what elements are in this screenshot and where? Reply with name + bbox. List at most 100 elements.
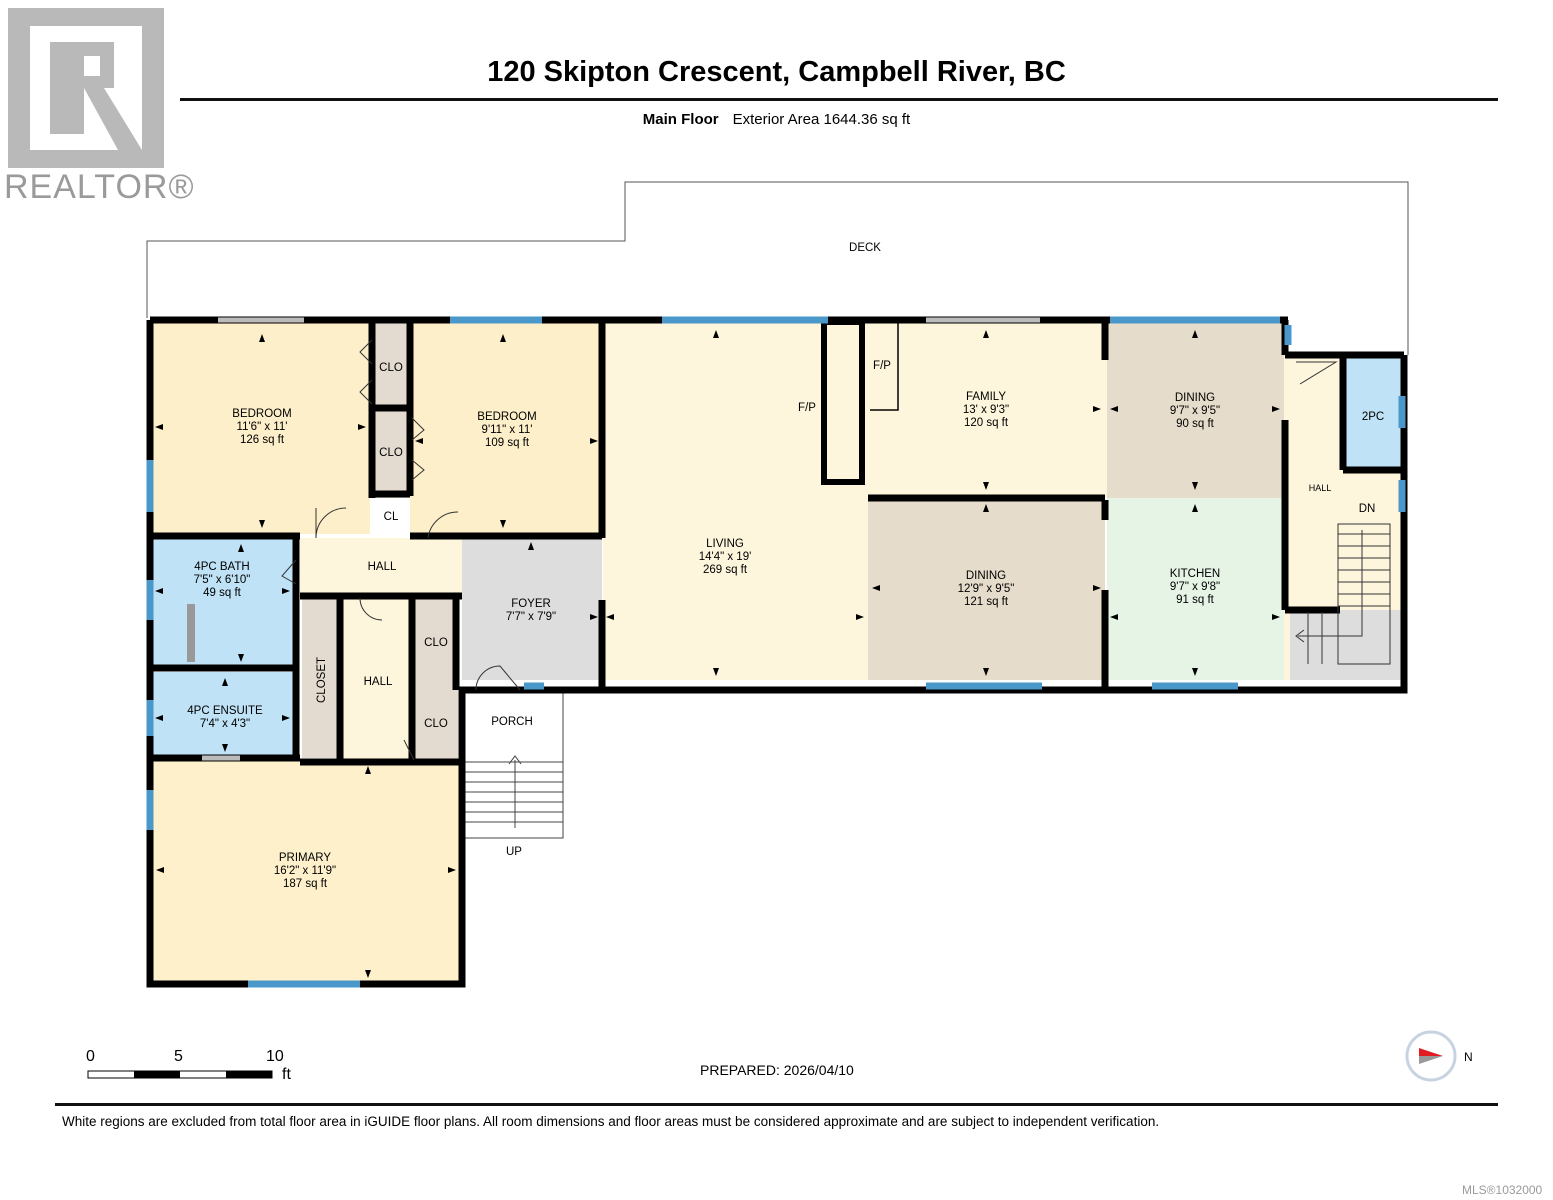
down-label: DN — [1359, 503, 1376, 515]
floor-subtitle: Main Floor Exterior Area 1644.36 sq ft — [0, 111, 1553, 128]
foyer-name: FOYER — [511, 598, 551, 610]
hall-label-2: HALL — [364, 676, 393, 688]
fireplace-hearth — [870, 322, 899, 411]
foyer-dims: 7'7" x 7'9" — [506, 611, 556, 623]
deck-label: DECK — [849, 242, 881, 254]
living-fill — [603, 322, 868, 680]
clo-fill — [414, 598, 458, 760]
clo-label-4: CLO — [424, 718, 448, 730]
closet-label: CLOSET — [316, 657, 328, 703]
hall-label-1: HALL — [368, 561, 397, 573]
clo-label-2: CLO — [379, 447, 403, 459]
scale-label-0: 0 — [86, 1048, 95, 1065]
floor-name: Main Floor — [642, 111, 719, 128]
dining-1-fill — [1107, 322, 1284, 498]
disclaimer: White regions are excluded from total fl… — [62, 1114, 1160, 1129]
fp-label-1: F/P — [798, 402, 816, 414]
door-swings — [281, 339, 1338, 761]
kitchen-area: 91 sq ft — [1176, 594, 1215, 606]
bath-area: 49 sq ft — [203, 587, 242, 599]
scale-label-5: 5 — [174, 1048, 183, 1065]
closet-fill — [302, 598, 342, 758]
ensuite-dims: 7'4" x 4'3" — [200, 718, 250, 730]
bedroom-2-area: 109 sq ft — [485, 437, 530, 449]
compass-icon — [1405, 1030, 1457, 1082]
living-area: 269 sq ft — [703, 564, 748, 576]
footer-divider — [55, 1103, 1498, 1106]
interior-stairs — [1295, 523, 1391, 665]
kitchen-dims: 9'7" x 9'8" — [1170, 581, 1220, 593]
stair-fill — [1290, 610, 1402, 680]
primary-dims: 16'2" x 11'9" — [274, 865, 336, 877]
page-title: 120 Skipton Crescent, Campbell River, BC — [487, 56, 1066, 88]
prepared-date: PREPARED: 2026/04/10 — [700, 1062, 854, 1078]
dining-2-area: 121 sq ft — [964, 596, 1009, 608]
bedroom-2-dims: 9'11" x 11' — [482, 424, 533, 436]
exterior-area: Exterior Area 1644.36 sq ft — [732, 111, 911, 128]
realtor-r-icon — [30, 26, 142, 150]
mls-number: MLS®1032000 — [1462, 1183, 1543, 1197]
deck-outline — [146, 181, 1409, 355]
bath-dims: 7'5" x 6'10" — [194, 574, 251, 586]
primary-name: PRIMARY — [279, 852, 332, 864]
family-fill — [862, 322, 1107, 498]
living-name: LIVING — [706, 538, 744, 550]
scale-label-10: 10 — [266, 1048, 284, 1065]
scale-unit: ft — [282, 1066, 291, 1083]
hall-1-fill — [300, 538, 462, 594]
realtor-wordmark: REALTOR® — [4, 168, 195, 206]
fp-label-2: F/P — [873, 360, 891, 372]
dining-1-dims: 9'7" x 9'5" — [1170, 405, 1220, 417]
bedroom-1-fill — [150, 320, 370, 534]
family-dims: 13' x 9'3" — [963, 404, 1009, 416]
dining-2-fill — [868, 498, 1105, 680]
porch-label: PORCH — [491, 716, 533, 728]
primary-area: 187 sq ft — [283, 878, 328, 890]
bath-name: 4PC BATH — [194, 561, 249, 573]
family-area: 120 sq ft — [964, 417, 1009, 429]
ensuite-name: 4PC ENSUITE — [187, 705, 263, 717]
dining-2-dims: 12'9" x 9'5" — [958, 583, 1015, 595]
2pc-fill — [1344, 358, 1402, 468]
bedroom-1-name: BEDROOM — [232, 408, 291, 420]
dining-1-name: DINING — [1175, 392, 1215, 404]
family-name: FAMILY — [966, 391, 1006, 403]
bedroom-2-fill — [410, 322, 602, 534]
bedroom-1-dims: 11'6" x 11' — [237, 421, 288, 433]
bath-fill — [150, 538, 294, 666]
up-label: UP — [506, 846, 522, 858]
hall-2-fill — [342, 598, 414, 762]
fireplace — [821, 319, 865, 485]
porch-area — [462, 689, 564, 839]
realtor-logo — [8, 8, 164, 168]
kitchen-fill — [1107, 498, 1284, 680]
porch-stairs — [463, 755, 563, 828]
dimension-arrows — [155, 330, 1280, 978]
sliding-doors — [202, 317, 1040, 761]
windows — [146, 316, 1406, 988]
compass-north-label: N — [1464, 1050, 1473, 1064]
living-dims: 14'4" x 19' — [699, 551, 752, 563]
foyer-fill — [462, 538, 602, 680]
bedroom-2-name: BEDROOM — [477, 411, 536, 423]
primary-fill — [150, 760, 462, 984]
clo-label-1: CLO — [379, 362, 403, 374]
title-divider — [180, 98, 1498, 101]
cl-label: CL — [384, 511, 399, 523]
clo-label-3: CLO — [424, 637, 448, 649]
scale-bar: 0 5 10 ft — [80, 1046, 310, 1086]
dining-2-name: DINING — [966, 570, 1006, 582]
bathtub — [187, 604, 195, 662]
